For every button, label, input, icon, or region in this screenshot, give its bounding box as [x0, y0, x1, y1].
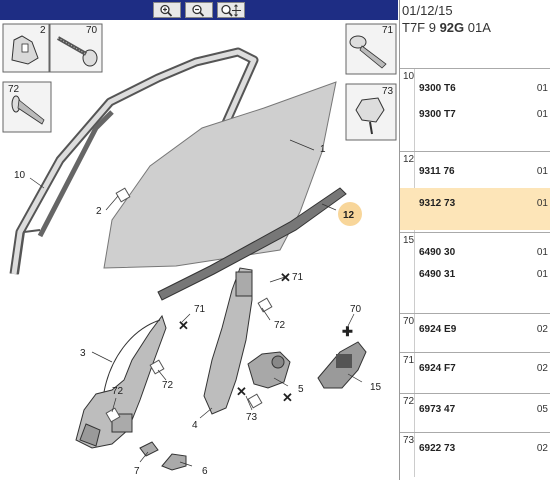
callout-71-b[interactable]: 71 — [194, 304, 206, 315]
header-date: 01/12/15 — [402, 3, 453, 18]
thumb-part-72[interactable] — [2, 81, 52, 133]
callout-73[interactable]: 73 — [246, 412, 258, 423]
thumb-part-71[interactable] — [345, 23, 397, 75]
group-number: 70 — [403, 316, 415, 327]
glass-panel[interactable] — [103, 81, 337, 269]
thumb-part-73[interactable] — [345, 83, 397, 141]
svg-text:✕: ✕ — [280, 270, 291, 285]
callout-badge-12 — [338, 202, 362, 226]
seal-strip[interactable] — [157, 187, 347, 301]
thumb-label-73: 73 — [382, 86, 394, 97]
thumb-label-71: 71 — [382, 25, 394, 36]
zoom-in-button[interactable] — [153, 2, 181, 18]
svg-text:✕: ✕ — [282, 390, 293, 405]
callout-72-a[interactable]: 72 — [274, 320, 286, 331]
group-number: 15 — [403, 235, 415, 246]
callout-70[interactable]: 70 — [350, 304, 362, 315]
toolbar — [0, 0, 398, 20]
callout-12[interactable]: 12 — [343, 210, 355, 221]
zoom-out-button[interactable] — [185, 2, 213, 18]
callout-71-a[interactable]: 71 — [292, 272, 304, 283]
zoom-fit-icon — [221, 3, 241, 17]
thumb-part-70[interactable] — [49, 23, 103, 73]
motor[interactable] — [247, 351, 291, 389]
thumb-label-70: 70 — [86, 25, 98, 36]
group-number: 72 — [403, 396, 415, 407]
thumb-label-72: 72 — [8, 84, 20, 95]
header-reference: T7F 9 92G 01A — [402, 20, 491, 35]
callout-6[interactable]: 6 — [202, 466, 208, 477]
regulator-left[interactable] — [75, 314, 167, 449]
callout-72-b[interactable]: 72 — [162, 380, 174, 391]
zoom-fit-button[interactable] — [217, 2, 245, 18]
svg-text:✕: ✕ — [178, 318, 189, 333]
zoom-out-icon — [192, 4, 205, 17]
callout-3[interactable]: 3 — [80, 348, 86, 359]
group-number: 10 — [403, 71, 415, 82]
callout-72-c[interactable]: 72 — [112, 386, 124, 397]
thumb-label-2: 2 — [40, 25, 46, 36]
parts-diagram: 2 70 72 71 73 — [2, 23, 397, 477]
group-number: 12 — [403, 154, 415, 165]
callout-1[interactable]: 1 — [320, 144, 326, 155]
callout-5[interactable]: 5 — [298, 384, 304, 395]
callout-2[interactable]: 2 — [96, 206, 102, 217]
svg-text:✚: ✚ — [342, 324, 353, 339]
svg-text:✕: ✕ — [236, 384, 247, 399]
callout-4[interactable]: 4 — [192, 420, 198, 431]
part-6[interactable] — [161, 453, 187, 471]
zoom-in-icon — [160, 4, 173, 17]
callout-15[interactable]: 15 — [370, 382, 382, 393]
group-number: 73 — [403, 435, 415, 446]
callout-10[interactable]: 10 — [14, 170, 26, 181]
panel-header: 01/12/15 T7F 9 92G 01A — [400, 0, 550, 36]
group-number: 71 — [403, 355, 415, 366]
callout-7[interactable]: 7 — [134, 466, 140, 477]
thumb-part-2[interactable] — [2, 23, 50, 73]
part-7[interactable] — [139, 441, 159, 457]
